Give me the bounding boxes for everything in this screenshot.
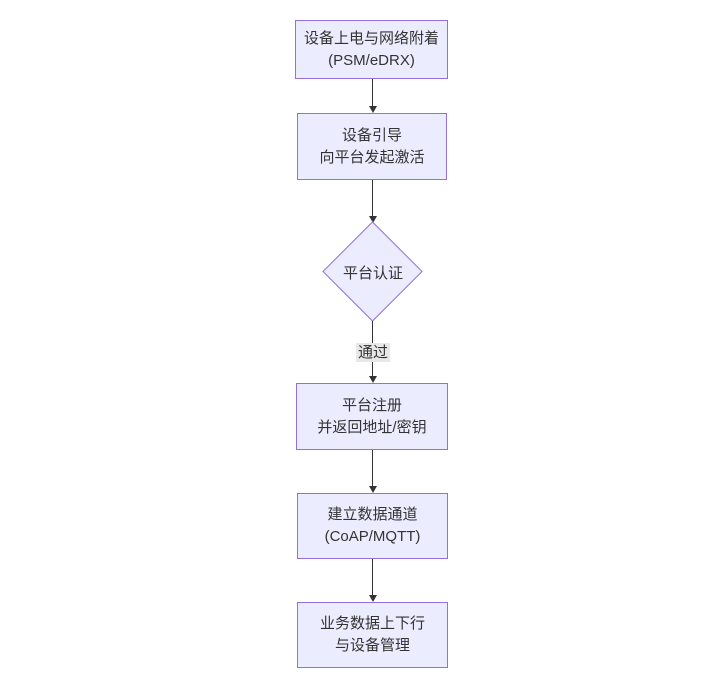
arrow-line <box>372 180 373 216</box>
edge-bootstrap-to-auth <box>368 180 377 223</box>
arrowhead-icon <box>368 106 377 113</box>
arrowhead-icon <box>368 376 377 383</box>
arrow-line <box>372 559 373 595</box>
node-label-line: (CoAP/MQTT) <box>324 528 421 545</box>
node-label-line: (PSM/eDRX) <box>328 51 415 69</box>
arrowhead-icon <box>368 595 377 602</box>
node-label-line: 并返回地址/密钥 <box>317 418 427 436</box>
arrow-line <box>372 79 373 106</box>
edge-label-pass: 通过 <box>355 343 391 362</box>
edge-register-to-channel <box>368 450 377 493</box>
arrowhead-icon <box>368 216 377 223</box>
edge-start-to-bootstrap <box>368 79 377 113</box>
node-label-line: 设备引导 <box>341 126 402 144</box>
node-label-line: 向平台发起激活 <box>319 148 425 166</box>
node-label-line: 设备上电与网络附着 <box>303 29 439 47</box>
node-label-line: 建立数据通道 <box>327 506 418 523</box>
node-label-line: 与设备管理 <box>334 637 410 654</box>
node-business-data-mgmt: 业务数据上下行 与设备管理 <box>297 602 448 668</box>
node-platform-register: 平台注册 并返回地址/密钥 <box>296 383 448 450</box>
arrow-line <box>372 450 373 486</box>
node-device-bootstrap: 设备引导 向平台发起激活 <box>297 113 447 180</box>
node-device-power-attach: 设备上电与网络附着 (PSM/eDRX) <box>295 20 448 79</box>
edge-channel-to-business <box>368 559 377 602</box>
arrowhead-icon <box>368 486 377 493</box>
node-data-channel: 建立数据通道 (CoAP/MQTT) <box>297 493 448 559</box>
node-label-line: 业务数据上下行 <box>319 615 425 632</box>
node-label-line: 平台注册 <box>341 396 402 414</box>
decision-platform-auth-label: 平台认证 <box>342 264 403 282</box>
